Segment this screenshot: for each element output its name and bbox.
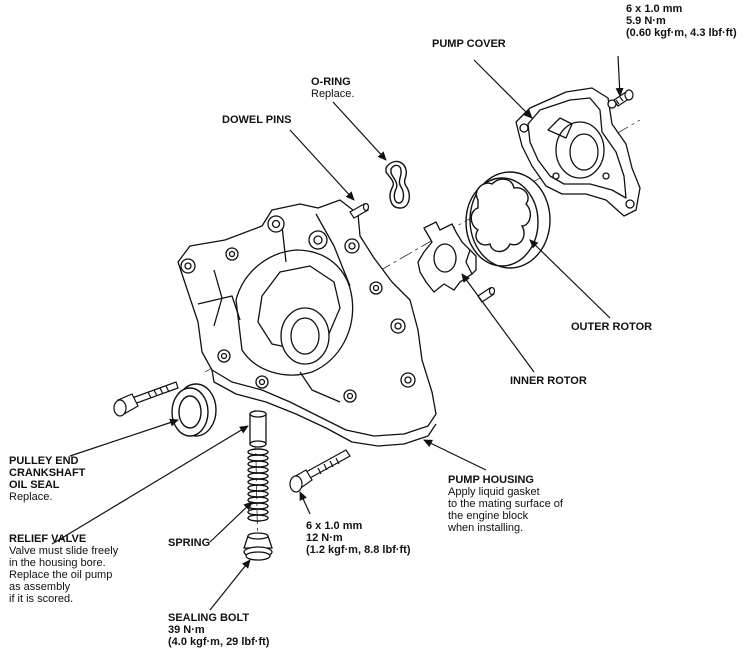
dowel-pins-title: DOWEL PINS: [222, 114, 292, 126]
outer-rotor: [465, 171, 551, 269]
spring-coil: [247, 460, 269, 468]
relief-valve-part: [249, 410, 267, 448]
dowel-pin-lower: [477, 286, 496, 303]
pump-housing-label: PUMP HOUSING Apply liquid gasket to the …: [448, 474, 563, 534]
pump-cover-screw: [613, 89, 634, 107]
inner-rotor-title: INNER ROTOR: [510, 375, 587, 387]
relief-valve-note4: as assembly: [9, 581, 71, 593]
sealing-bolt-label: SEALING BOLT 39 N·m (4.0 kgf·m, 29 lbf·f…: [168, 612, 269, 648]
leader-lines: [51, 55, 624, 611]
pulley-seal-line1: PULLEY END: [9, 455, 79, 467]
pump-cover: [515, 87, 641, 217]
pump-housing-bolt-spec: 6 x 1.0 mm 12 N·m (1.2 kgf·m, 8.8 lbf·ft…: [306, 520, 411, 556]
outer-rotor-label: OUTER ROTOR: [571, 321, 652, 333]
o-ring-note: Replace.: [311, 88, 355, 100]
relief-valve-note1: Valve must slide freely: [9, 545, 119, 557]
pump-cover-screw-torque: 5.9 N·m: [626, 15, 666, 27]
pump-cover-screw-size: 6 x 1.0 mm: [626, 3, 683, 15]
dowel-pin-upper: [349, 202, 370, 219]
pump-housing-bolt: [289, 449, 351, 493]
pulley-seal-line2: CRANKSHAFT: [9, 467, 86, 479]
pump-cover-label: PUMP COVER: [432, 38, 506, 50]
pump-cover-screw-torque-alt: (0.60 kgf·m, 4.3 lbf·ft): [626, 27, 737, 39]
spring-coil: [247, 466, 269, 474]
spring-label: SPRING: [168, 537, 210, 549]
sealing-bolt-torque-alt: (4.0 kgf·m, 29 lbf·ft): [168, 636, 270, 648]
spring-coil: [247, 496, 269, 504]
housing-bolt-size: 6 x 1.0 mm: [306, 520, 363, 532]
pump-cover-title: PUMP COVER: [432, 38, 506, 50]
spring-coil: [247, 508, 269, 516]
pump-housing-note4: when installing.: [448, 522, 524, 534]
spring-coil: [247, 448, 269, 456]
pump-housing-note1: Apply liquid gasket: [448, 486, 540, 498]
sealing-bolt-part: [243, 532, 273, 561]
pulley-end-oil-seal-label: PULLEY END CRANKSHAFT OIL SEAL Replace.: [9, 455, 85, 503]
relief-valve-note3: Replace the oil pump: [9, 569, 113, 581]
sealing-bolt-title: SEALING BOLT: [168, 612, 250, 624]
spring-title: SPRING: [168, 537, 211, 549]
pulley-seal-note: Replace.: [9, 491, 53, 503]
housing-bolt: [113, 381, 179, 417]
pump-housing-note3: the engine block: [448, 510, 529, 522]
housing-bolt-torque: 12 N·m: [306, 532, 343, 544]
spring-coil: [247, 472, 269, 480]
relief-valve-label: RELIEF VALVE Valve must slide freely in …: [9, 533, 118, 605]
dowel-pins-label: DOWEL PINS: [222, 114, 291, 126]
relief-valve-note5: if it is scored.: [9, 593, 74, 605]
spring-coil: [247, 484, 269, 492]
o-ring-label: O-RING Replace.: [311, 76, 354, 100]
spring-coil: [247, 454, 269, 462]
pulley-seal-line3: OIL SEAL: [9, 479, 60, 491]
pump-housing-title: PUMP HOUSING: [448, 474, 534, 486]
inner-rotor-label: INNER ROTOR: [510, 375, 587, 387]
housing-bolt-torque-alt: (1.2 kgf·m, 8.8 lbf·ft): [306, 544, 411, 556]
spring-coil: [247, 490, 269, 498]
spring-part: [247, 448, 269, 522]
relief-valve-title: RELIEF VALVE: [9, 533, 87, 545]
spring-coil: [247, 514, 269, 522]
relief-valve-note2: in the housing bore.: [9, 557, 106, 569]
sealing-bolt-torque: 39 N·m: [168, 624, 205, 636]
pulley-end-oil-seal: [171, 383, 217, 437]
pump-housing: [177, 199, 437, 447]
outer-rotor-title: OUTER ROTOR: [571, 321, 653, 333]
o-ring-title: O-RING: [311, 76, 351, 88]
spring-coil: [247, 478, 269, 486]
inner-rotor: [417, 221, 477, 293]
o-ring: [385, 160, 411, 209]
pump-housing-note2: to the mating surface of: [448, 498, 563, 510]
pump-cover-screw-spec: 6 x 1.0 mm 5.9 N·m (0.60 kgf·m, 4.3 lbf·…: [626, 3, 737, 39]
spring-coil: [247, 502, 269, 510]
